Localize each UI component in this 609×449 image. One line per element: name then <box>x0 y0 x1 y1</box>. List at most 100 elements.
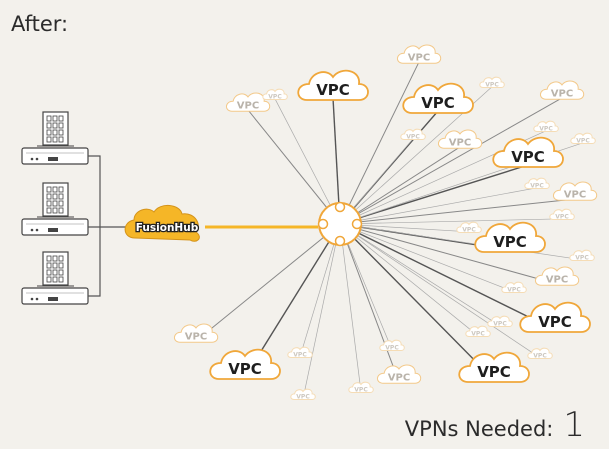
cloud-icon <box>569 249 595 261</box>
vpc-label: VPC <box>538 313 572 331</box>
vpc-cloud: VPC <box>376 364 422 384</box>
vpc-cloud: VPC <box>348 381 374 393</box>
vpc-cloud: VPC <box>487 315 513 327</box>
vpc-label: VPC <box>237 100 259 111</box>
vpc-label: VPC <box>185 331 207 342</box>
vpc-label: VPC <box>493 233 527 251</box>
vpc-link-line <box>274 98 341 225</box>
fusionhub-label: FusionHub <box>136 222 199 234</box>
vpc-link-line <box>339 223 556 331</box>
cloud-icon <box>549 208 575 220</box>
cloud-icon <box>173 323 219 343</box>
vpc-cloud: VPC <box>173 323 219 343</box>
vpc-label: VPC <box>575 254 589 261</box>
cloud-icon <box>479 76 505 88</box>
vpc-label: VPC <box>268 93 282 100</box>
vpc-cloud: VPC <box>465 325 491 337</box>
router-icon <box>21 147 89 165</box>
vpc-cloud: VPC <box>539 80 585 100</box>
vpc-label: VPC <box>530 182 544 189</box>
cloud-icon <box>262 88 288 100</box>
vpc-cloud: VPC <box>533 120 559 132</box>
cloud-icon <box>487 315 513 327</box>
cloud-icon <box>552 181 598 201</box>
vpc-link-line <box>339 223 501 327</box>
vpc-link-line <box>339 223 479 337</box>
vpc-cloud: VPC <box>262 88 288 100</box>
vpc-label: VPC <box>471 330 485 337</box>
vpc-label: VPC <box>551 88 573 99</box>
vpc-label: VPC <box>564 189 586 200</box>
cloud-icon <box>524 177 550 189</box>
vpc-link-line <box>302 223 341 399</box>
vpns-needed: VPNs Needed: 1 <box>405 405 585 445</box>
cloud-icon <box>376 364 422 384</box>
vpc-cloud: VPC <box>474 221 546 253</box>
vpc-label: VPC <box>421 94 455 112</box>
cloud-icon <box>437 129 483 149</box>
vpc-link-line <box>339 198 576 225</box>
vpc-label: VPC <box>576 137 590 144</box>
cloud-icon <box>456 221 482 233</box>
vpc-label: VPC <box>408 52 430 63</box>
cloud-icon <box>297 69 369 101</box>
vpc-link-line <box>339 223 400 383</box>
vpc-label: VPC <box>485 81 499 88</box>
cloud-icon <box>492 136 564 168</box>
vpc-cloud: VPC <box>402 82 474 114</box>
vpc-cloud: VPC <box>297 69 369 101</box>
branch-sites <box>21 111 89 305</box>
vpc-link-line <box>247 109 341 225</box>
vpc-link-line <box>339 187 538 225</box>
vpc-label: VPC <box>449 137 471 148</box>
cloud-icon <box>539 80 585 100</box>
vpns-needed-label: VPNs Needed: <box>404 417 554 441</box>
vpc-link-line <box>339 218 563 225</box>
cloud-icon <box>501 281 527 293</box>
vpc-label: VPC <box>316 81 350 99</box>
cloud-icon <box>570 132 596 144</box>
cloud-icon <box>402 82 474 114</box>
vpc-link-line <box>339 223 362 392</box>
vpns-needed-value: 1 <box>563 405 585 445</box>
vpc-link-line <box>339 223 541 359</box>
vpc-label: VPC <box>228 360 262 378</box>
vpc-label: VPC <box>511 148 545 166</box>
vpc-label: VPC <box>354 386 368 393</box>
vpc-label: VPC <box>406 133 420 140</box>
vpc-cloud: VPC <box>492 136 564 168</box>
cloud-icon <box>396 44 442 64</box>
cloud-icon <box>290 388 316 400</box>
branch-site <box>21 111 89 165</box>
vpc-cloud: VPC <box>400 128 426 140</box>
vpc-label: VPC <box>477 363 511 381</box>
vpc-link-line <box>339 223 558 285</box>
router-icon <box>21 287 89 305</box>
vpc-link-line <box>339 223 393 350</box>
branch-site <box>21 251 89 305</box>
vpc-label: VPC <box>533 352 547 359</box>
vpc-link-line <box>339 164 529 225</box>
vpc-link-line <box>195 223 341 342</box>
cloud-icon <box>379 339 405 351</box>
vpc-cloud: VPC <box>549 208 575 220</box>
vpc-cloud: VPC <box>290 388 316 400</box>
vpc-label: VPC <box>293 351 307 358</box>
vpc-label: VPC <box>546 274 568 285</box>
vpc-label: VPC <box>296 393 310 400</box>
cloud-icon <box>287 346 313 358</box>
cloud-icon <box>534 266 580 286</box>
vpc-cloud: VPC <box>569 249 595 261</box>
vpc-label: VPC <box>555 213 569 220</box>
vpc-cloud: VPC <box>287 346 313 358</box>
vpc-cloud: VPC <box>501 281 527 293</box>
router-icon <box>21 218 89 236</box>
site-connector-lines <box>88 155 130 297</box>
vpc-cloud: VPC <box>458 351 530 383</box>
branch-site <box>21 182 89 236</box>
cloud-icon <box>209 348 281 380</box>
page-title: After: <box>11 12 69 36</box>
vpc-cloud: VPC <box>396 44 442 64</box>
cloud-icon <box>458 351 530 383</box>
